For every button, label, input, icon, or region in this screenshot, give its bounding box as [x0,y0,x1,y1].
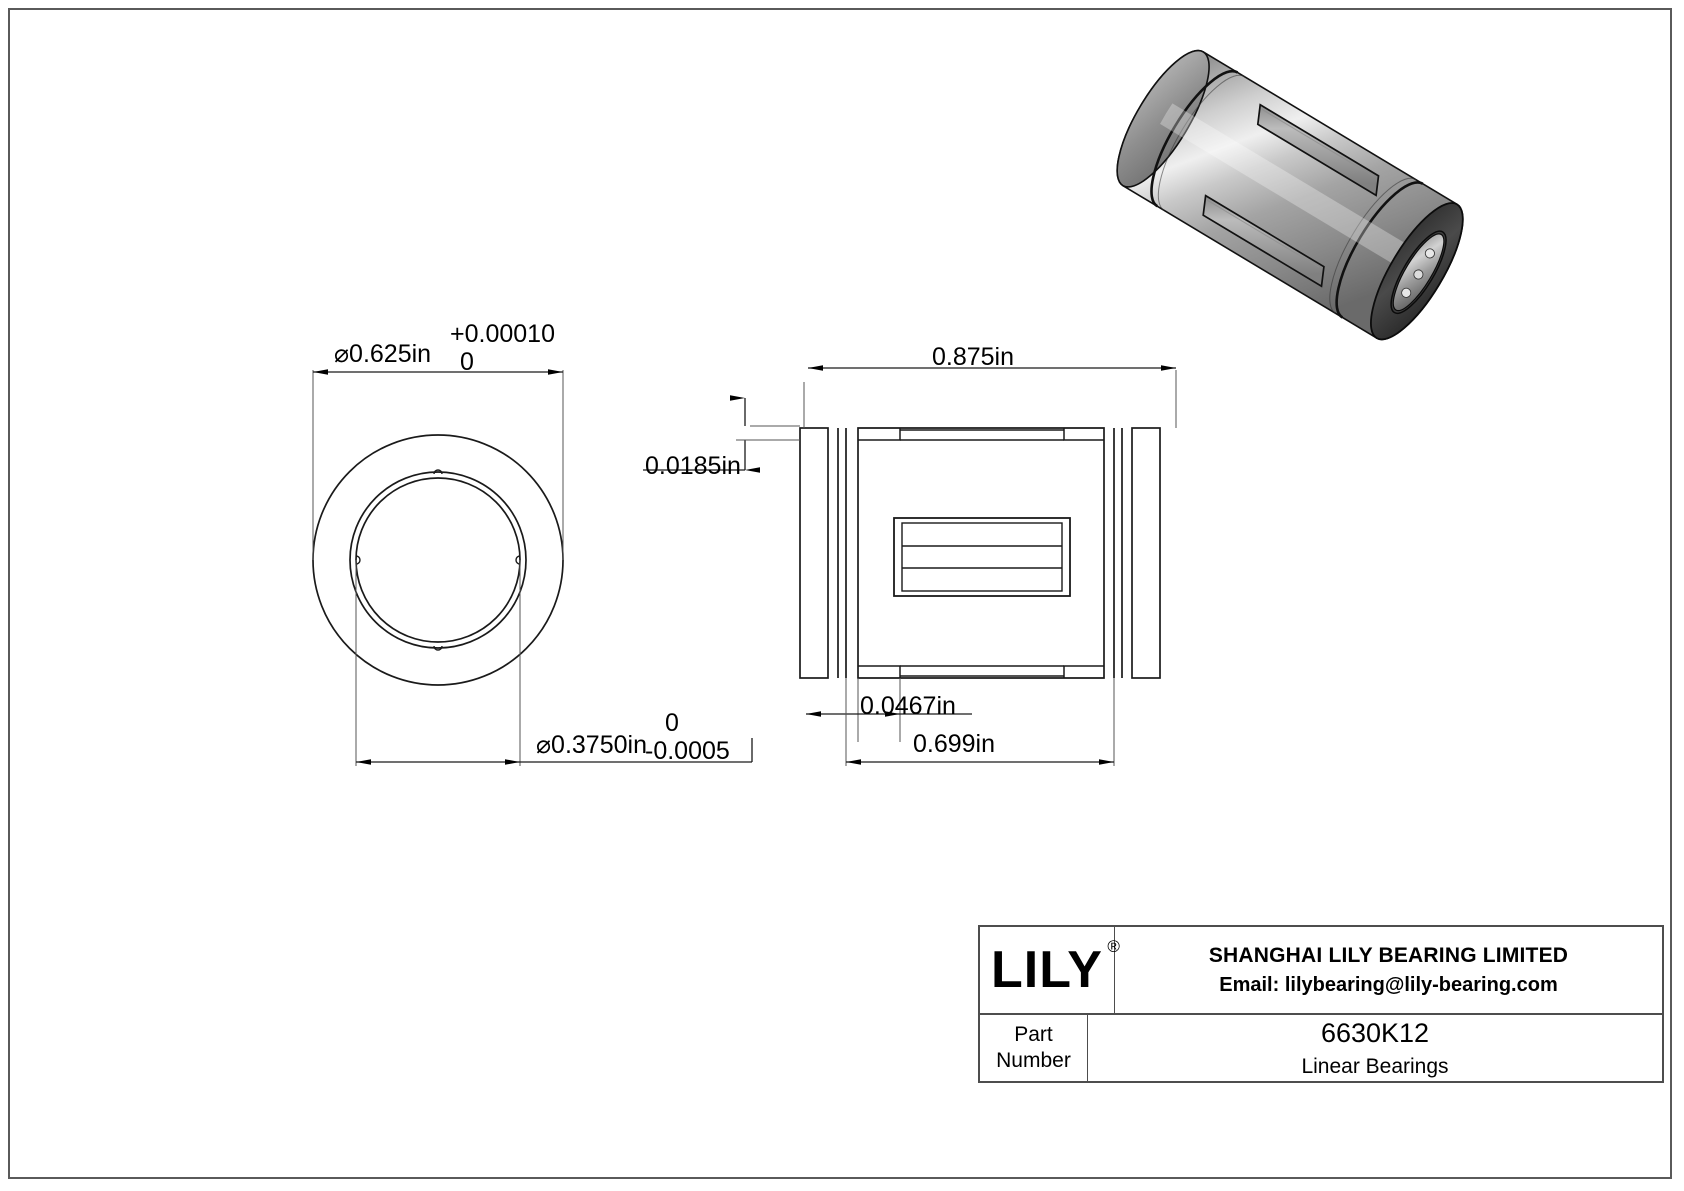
isometric-bearing-view [1116,49,1464,341]
outer-diameter-lower-tolerance: 0 [460,348,474,376]
part-number-value: 6630K12 [1320,1017,1430,1048]
flange-thickness-label: 0.0185in [645,452,741,480]
bore-diameter-lower-tolerance: -0.0005 [645,737,730,765]
outer-diameter-upper-tolerance: +0.00010 [450,320,555,348]
groove-offset-label: 0.0467in [860,692,956,720]
ball-track-window-outer [893,517,1071,597]
title-block: LILY ® SHANGHAI LILY BEARING LIMITED Ema… [978,925,1664,1083]
ball-witness-right [515,555,521,565]
title-block-company-cell: SHANGHAI LILY BEARING LIMITED Email: lil… [1115,927,1662,1013]
top-land-left-step [858,428,901,441]
retaining-ring-groove-left-2 [1157,74,1245,211]
bore-diameter-label: ⌀0.3750in [536,731,647,759]
side-section-view [643,365,1177,766]
bore-circle [355,477,521,643]
company-email: Email: lilybearing@lily-bearing.com [1219,973,1558,996]
title-block-logo-cell: LILY ® [980,927,1120,1013]
part-info-cell: 6630K12 Linear Bearings [1088,1015,1662,1081]
part-number-label-line1: Part [1014,1022,1053,1046]
logo-wordmark: LILY [991,941,1103,999]
shell-inner-circle [349,471,527,649]
part-number-label-line2: Number [996,1049,1071,1072]
ball-track-slot-upper-highlight [1261,108,1374,177]
groove-span-label: 0.699in [913,730,996,758]
overall-length-label: 0.875in [932,343,1015,371]
ball-witness-bottom [433,645,443,651]
ball-witness-top [433,469,443,475]
top-land-right-step [1063,428,1104,441]
ball-element [1413,269,1424,280]
ball-witness-left [355,555,361,565]
front-circular-view [312,369,753,766]
registered-trademark-icon: ® [1107,937,1120,956]
ball-track-slot-lower [1202,194,1325,288]
ball-element [1401,287,1412,298]
outer-diameter-label: ⌀0.625in [334,340,432,368]
bottom-land-right-step [1063,665,1104,678]
title-block-top-row: LILY ® SHANGHAI LILY BEARING LIMITED Ema… [980,927,1662,1015]
ball-track-slot-upper [1256,103,1380,197]
bore-diameter-upper-tolerance: 0 [665,709,679,737]
part-number-label: Part Number [980,1015,1088,1081]
title-block-bottom-row: Part Number 6630K12 Linear Bearings [980,1015,1662,1081]
right-retaining-ring [1131,427,1161,679]
body-outline [857,427,1105,679]
bearing-left-end-face [1116,49,1210,188]
body-specular-highlight [1160,103,1427,277]
lily-logo: LILY ® [991,938,1120,999]
ball-element [1424,248,1435,259]
retaining-ring-groove-left [1150,69,1239,208]
retaining-ring-groove-right-2 [1329,177,1417,314]
retaining-ring-groove-right [1335,181,1424,319]
ball-track-slot-lower-highlight [1207,199,1320,268]
part-description: Linear Bearings [1301,1054,1449,1078]
ball-track-window-inner [901,522,1063,592]
left-retaining-ring [799,427,829,679]
bottom-land-left-step [858,665,901,678]
company-name: SHANGHAI LILY BEARING LIMITED [1208,943,1569,967]
